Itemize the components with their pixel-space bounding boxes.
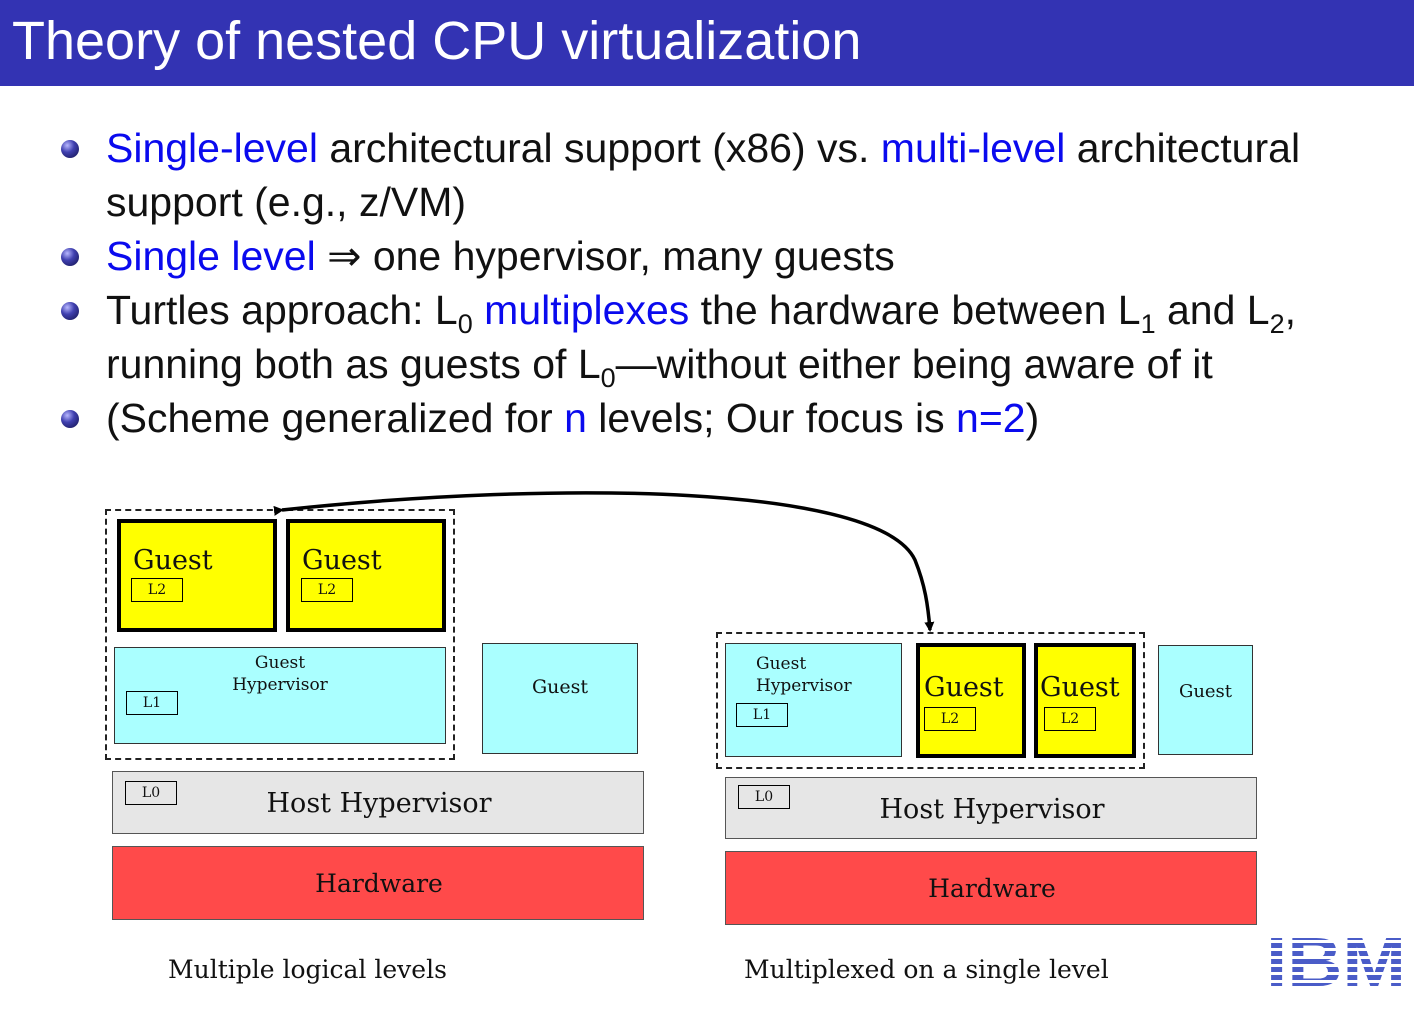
bullet-icon bbox=[61, 410, 79, 428]
level-tag-l1: L1 bbox=[126, 691, 178, 715]
left-guest-l2-a: Guest L2 bbox=[117, 519, 277, 632]
level-tag-l1: L1 bbox=[736, 703, 788, 727]
level-tag-l0: L0 bbox=[125, 781, 177, 805]
left-caption: Multiple logical levels bbox=[168, 955, 447, 984]
right-host-hypervisor-l0: L0 Host Hypervisor bbox=[725, 777, 1257, 839]
left-guest: Guest bbox=[482, 643, 638, 754]
left-guest-hypervisor-l1: Guest Hypervisor L1 bbox=[114, 647, 446, 744]
right-hardware: Hardware bbox=[725, 851, 1257, 925]
level-tag-l2: L2 bbox=[1044, 707, 1096, 731]
bullet-item-3: Turtles approach: L0 multiplexes the har… bbox=[58, 283, 1398, 392]
right-caption: Multiplexed on a single level bbox=[744, 955, 1109, 984]
right-guest-l2-b: Guest L2 bbox=[1034, 643, 1136, 758]
bullet-list: Single-level architectural support (x86)… bbox=[58, 121, 1398, 445]
level-tag-l2: L2 bbox=[924, 707, 976, 731]
level-tag-l2: L2 bbox=[131, 578, 183, 602]
title-bar: Theory of nested CPU virtualization bbox=[0, 0, 1414, 86]
bullet-icon bbox=[61, 248, 79, 266]
bullet-icon bbox=[61, 302, 79, 320]
right-guest-l2-a: Guest L2 bbox=[916, 643, 1026, 758]
arrow-path bbox=[273, 491, 935, 632]
right-multiplexed-group bbox=[716, 632, 1145, 769]
level-tag-l0: L0 bbox=[738, 785, 790, 809]
ibm-logo: IBM bbox=[1265, 932, 1407, 992]
bullet-icon bbox=[61, 140, 79, 158]
right-guest: Guest bbox=[1158, 645, 1253, 755]
left-hardware: Hardware bbox=[112, 846, 644, 920]
left-host-hypervisor-l0: L0 Host Hypervisor bbox=[112, 771, 644, 834]
bullet-item-1: Single-level architectural support (x86)… bbox=[58, 121, 1398, 229]
right-guest-hypervisor-l1: Guest Hypervisor L1 bbox=[725, 643, 902, 757]
bullet-item-2: Single level ⇒ one hypervisor, many gues… bbox=[58, 229, 1398, 283]
bullet-item-4: (Scheme generalized for n levels; Our fo… bbox=[58, 391, 1398, 445]
page-title: Theory of nested CPU virtualization bbox=[12, 11, 862, 71]
